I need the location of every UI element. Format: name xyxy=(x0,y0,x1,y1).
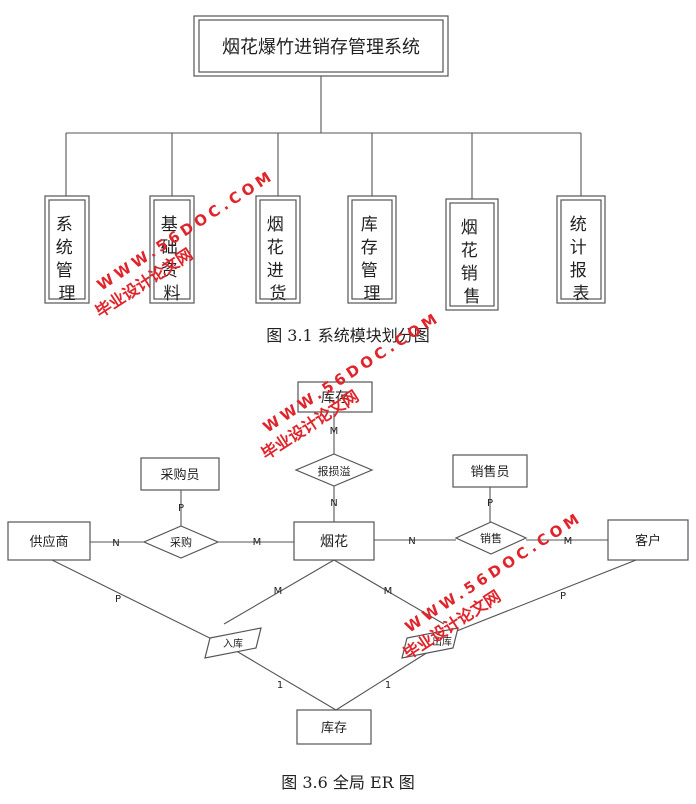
module-6-char-2: 计 xyxy=(570,238,587,258)
card-firework-out-m: M xyxy=(384,586,393,597)
svg-text:系 统 管: 系 统 管 理 xyxy=(56,215,78,304)
er-line-supplier-in xyxy=(51,559,239,653)
card-in-one: 1 xyxy=(277,680,283,691)
relationship-purchase: 采购 xyxy=(142,525,220,559)
module-3-char-1: 烟 xyxy=(267,215,284,235)
module-6-char-3: 报 xyxy=(570,261,587,281)
entity-firework: 烟花 xyxy=(293,521,375,561)
module-2-char-4: 料 xyxy=(164,284,181,304)
module-2-char-3: 资 xyxy=(161,261,178,281)
svg-text:供应商: 供应商 xyxy=(29,534,68,550)
svg-text:销售员: 销售员 xyxy=(470,464,509,480)
module-box-5: 烟 花 销 售 xyxy=(445,198,499,311)
module-6-char-4: 表 xyxy=(573,284,590,304)
entity-purchaser: 采购员 xyxy=(140,457,220,491)
module-4-char-2: 存 xyxy=(361,238,378,258)
relationship-stock-out: 出库 xyxy=(401,627,459,659)
er-line-in-inventory xyxy=(237,651,337,711)
card-supplier-n: N xyxy=(112,538,119,549)
module-1-char-1: 系 xyxy=(56,215,73,235)
module-3-char-2: 花 xyxy=(267,238,284,258)
module-6-char-1: 统 xyxy=(570,215,587,235)
module-5-char-4: 售 xyxy=(464,287,481,307)
svg-text:烟 花 进: 烟 花 进 货 xyxy=(267,215,289,304)
svg-text:销售: 销售 xyxy=(480,531,502,545)
card-report-bottom: N xyxy=(330,498,337,509)
card-purchase-m: M xyxy=(253,537,262,548)
card-customer-p: P xyxy=(560,591,566,602)
er-line-firework-out xyxy=(333,559,445,625)
relationship-sale: 销售 xyxy=(454,521,528,555)
card-sale-n: N xyxy=(408,536,415,547)
relationship-report-loss: 报损溢 xyxy=(294,453,374,487)
svg-text:入库: 入库 xyxy=(223,637,243,650)
module-box-2: 基 础 资 料 xyxy=(149,195,195,304)
entity-inventory-top: 库存 xyxy=(297,381,373,413)
entity-salesperson: 销售员 xyxy=(452,454,528,488)
module-box-3: 烟 花 进 货 xyxy=(255,195,301,304)
svg-text:出库: 出库 xyxy=(432,635,452,648)
card-purchaser-p: P xyxy=(178,503,184,514)
card-sale-m: M xyxy=(564,536,573,547)
relationship-stock-in: 入库 xyxy=(204,627,262,659)
module-5-char-3: 销 xyxy=(461,264,478,284)
entity-customer: 客户 xyxy=(607,519,689,561)
root-box-inner xyxy=(198,19,444,73)
svg-text:烟 花 销: 烟 花 销 售 xyxy=(461,218,483,307)
card-supplier-p: P xyxy=(115,594,121,605)
module-1-char-2: 统 xyxy=(56,238,73,258)
svg-text:库存: 库存 xyxy=(321,720,347,736)
svg-text:采购: 采购 xyxy=(170,535,192,549)
module-diagram-caption: 图 3.1 系统模块划分图 xyxy=(266,326,430,345)
module-4-char-1: 库 xyxy=(361,215,378,235)
module-4-char-4: 理 xyxy=(364,284,381,304)
svg-text:基 础 资: 基 础 资 料 xyxy=(161,215,183,304)
svg-text:烟花: 烟花 xyxy=(320,534,348,550)
module-box-1: 系 统 管 理 xyxy=(44,195,90,304)
card-salesperson-p: P xyxy=(487,498,493,509)
svg-text:客户: 客户 xyxy=(635,533,661,549)
module-box-4: 库 存 管 理 xyxy=(347,195,397,304)
module-box-6: 统 计 报 表 xyxy=(556,195,606,304)
svg-text:库存: 库存 xyxy=(321,390,349,406)
er-diagram: 库存 报损溢 采购员 销售员 供应商 采购 烟花 xyxy=(7,381,689,792)
card-firework-in-m: M xyxy=(274,586,283,597)
module-1-char-4: 理 xyxy=(59,284,76,304)
module-3-char-3: 进 xyxy=(267,261,284,281)
module-diagram: 烟花爆竹进销存管理系统 系 统 管 理 基 础 资 xyxy=(44,15,606,345)
root-title: 烟花爆竹进销存管理系统 xyxy=(222,37,420,58)
entity-supplier: 供应商 xyxy=(7,521,91,561)
svg-text:采购员: 采购员 xyxy=(160,467,199,483)
er-diagram-caption: 图 3.6 全局 ER 图 xyxy=(281,773,415,792)
er-line-firework-in xyxy=(223,559,335,625)
er-line-out-customer xyxy=(443,559,637,637)
module-5-char-2: 花 xyxy=(461,241,478,261)
module-4-char-3: 管 xyxy=(361,261,378,281)
entity-inventory-bottom: 库存 xyxy=(296,709,372,745)
svg-text:报损溢: 报损溢 xyxy=(318,464,351,478)
card-report-top: M xyxy=(330,426,339,437)
module-2-char-2: 础 xyxy=(161,238,178,258)
module-3-char-4: 货 xyxy=(270,284,287,304)
svg-text:统 计 报: 统 计 报 表 xyxy=(570,215,592,304)
module-1-char-3: 管 xyxy=(56,261,73,281)
module-2-char-1: 基 xyxy=(161,215,178,235)
svg-text:库 存 管: 库 存 管 理 xyxy=(361,215,383,304)
card-out-one: 1 xyxy=(385,680,391,691)
module-5-char-1: 烟 xyxy=(461,218,478,238)
